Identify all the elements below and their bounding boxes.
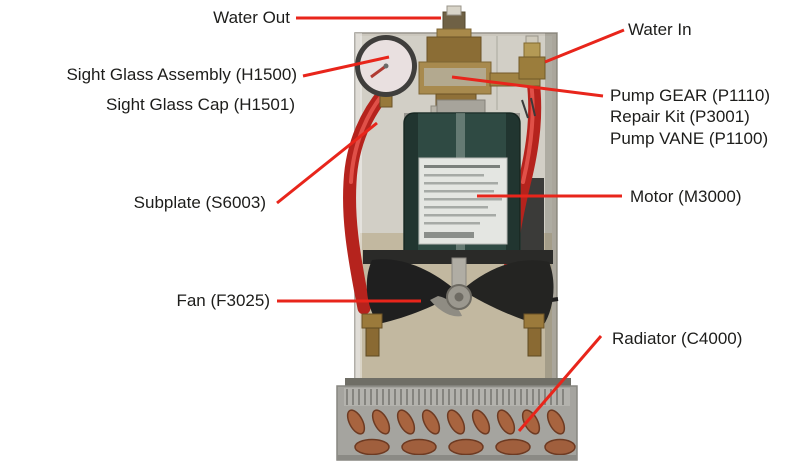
label-water-in: Water In: [628, 20, 692, 39]
left-hose: [343, 85, 392, 315]
leader-radiator: [517, 335, 603, 432]
radiator-core: [336, 378, 578, 461]
label-motor: Motor (M3000): [630, 187, 742, 206]
fan-assembly: [363, 250, 554, 326]
copper-elbows: [346, 409, 566, 435]
bottom-fittings: [361, 313, 545, 357]
motor-body: [403, 97, 536, 262]
label-pump-vane: Pump VANE (P1100): [610, 128, 769, 148]
label-sight-glass-cap: Sight Glass Cap (H1501): [106, 95, 295, 114]
leader-sight-glass: [302, 55, 390, 78]
leader-pump-kit: [451, 75, 604, 98]
label-radiator: Radiator (C4000): [612, 329, 743, 348]
leader-lines: [276, 16, 625, 432]
sight-glass-gauge: [355, 35, 417, 108]
label-fan: Fan (F3025): [176, 291, 270, 310]
label-pump-kit: Pump GEAR (P1110) Repair Kit (P3001) Pum…: [610, 85, 770, 149]
label-subplate: Subplate (S6003): [133, 193, 266, 212]
label-repair-kit: Repair Kit (P3001): [610, 107, 750, 127]
water-in-fitting: [518, 35, 546, 80]
motor-nameplate: [418, 157, 508, 245]
leader-water-in: [544, 28, 625, 64]
label-pump-gear: Pump GEAR (P1110): [610, 86, 770, 105]
unit-photo: [336, 5, 578, 461]
label-water-out: Water Out: [213, 8, 290, 27]
label-sight-glass-assembly: Sight Glass Assembly (H1500): [66, 65, 297, 84]
leader-subplate: [276, 121, 378, 205]
copper-tube-ends: [354, 438, 576, 456]
